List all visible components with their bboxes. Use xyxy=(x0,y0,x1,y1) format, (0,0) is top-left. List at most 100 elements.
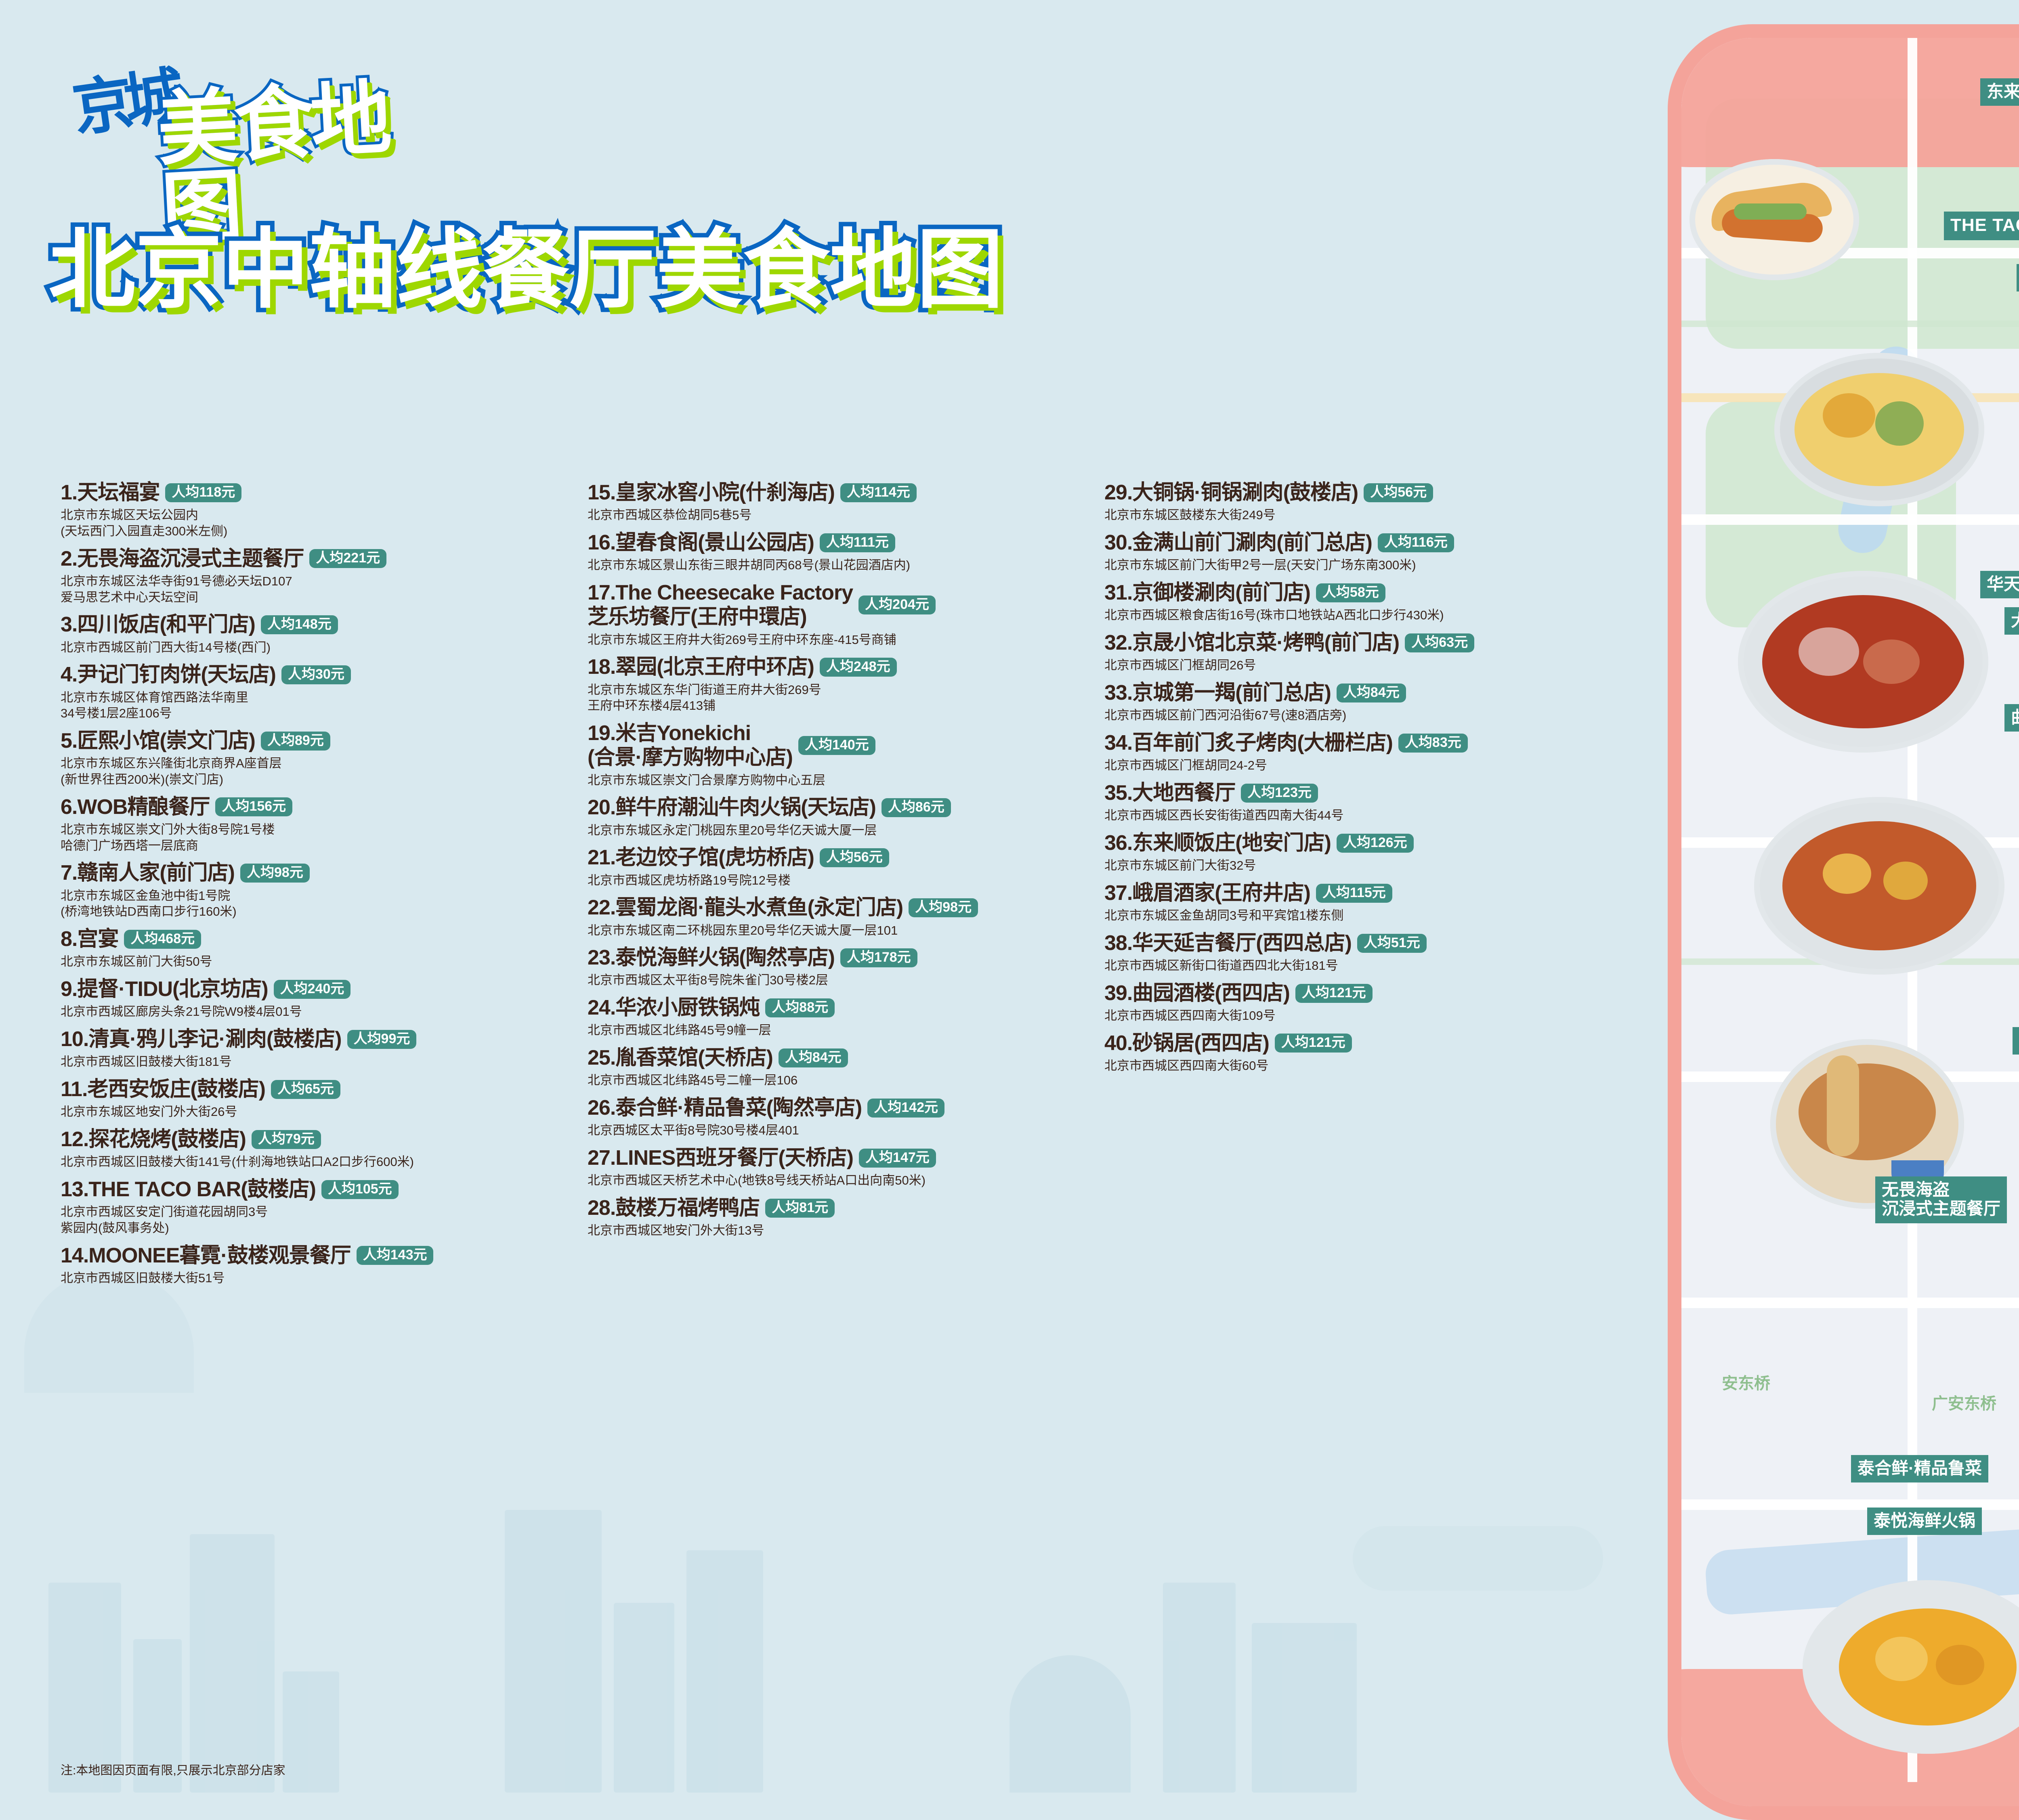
restaurant-entry: 23.泰悦海鲜火锅(陶然亭店)人均178元北京市西城区太平街8号院朱雀门30号楼… xyxy=(588,946,1112,988)
restaurant-entry: 17.The Cheesecake Factory 芝乐坊餐厅(王府中環店)人均… xyxy=(588,581,1112,648)
restaurant-entry: 38.华天延吉餐厅(西四总店)人均51元北京市西城区新街口街道西四北大街181号 xyxy=(1104,931,1629,974)
restaurant-name: 33.京城第一羯(前门总店) xyxy=(1104,681,1331,705)
restaurant-address: 北京市东城区地安门外大街26号 xyxy=(61,1105,237,1119)
price-badge: 人均240元 xyxy=(273,979,351,999)
restaurant-entry: 40.砂锅居(西四店)人均121元北京市西城区西四南大街60号 xyxy=(1104,1031,1629,1074)
price-badge: 人均86元 xyxy=(881,798,951,817)
restaurant-name: 38.华天延吉餐厅(西四总店) xyxy=(1104,931,1352,955)
restaurant-entry-header: 9.提督·TIDU(北京坊店)人均240元 xyxy=(61,977,586,1001)
price-badge: 人均115元 xyxy=(1316,883,1392,903)
restaurant-entry: 39.曲园酒楼(西四店)人均121元北京市西城区西四南大街109号 xyxy=(1104,981,1629,1024)
map-panel[interactable]: 鼓楼 万宁桥 景山公园 故宫 太庙 社稷坛 天安门 正阳门 天坛 先农坛 永定门… xyxy=(1668,24,2019,1820)
restaurant-address: 北京市东城区前门大街32号 xyxy=(1104,858,1256,873)
price-badge: 人均221元 xyxy=(309,549,387,568)
map-label-dadi-xicanting[interactable]: 大地西餐厅 xyxy=(2004,607,2019,635)
restaurant-entry: 34.百年前门炙子烤肉(大栅栏店)人均83元北京市西城区门框胡同24-2号 xyxy=(1104,731,1629,774)
map-label-taihexian[interactable]: 泰合鲜·精品鲁菜 xyxy=(1851,1455,1988,1483)
restaurant-entry: 3.四川饭店(和平门店)人均148元北京市西城区前门西大街14号楼(西门) xyxy=(61,612,586,655)
restaurant-address: 北京市东城区天坛公园内 (天坛西门入园直走300米左侧) xyxy=(61,508,228,538)
restaurant-address: 北京市东城区鼓楼东大街249号 xyxy=(1104,508,1276,522)
food-illustration-sweet-sour-fillet xyxy=(1803,1580,2019,1754)
map-label-huatian-yanji[interactable]: 华天延吉餐厅 xyxy=(1980,571,2019,599)
restaurant-name: 16.望春食阁(景山公园店) xyxy=(588,530,814,554)
map-label-wuwei-haidao[interactable]: 无畏海盗 沉浸式主题餐厅 xyxy=(1875,1176,2007,1223)
map-label-jingsheng-xiaoguan[interactable]: 京晟小馆北京菜·烤鸭 xyxy=(2013,1027,2019,1055)
restaurant-name: 17.The Cheesecake Factory 芝乐坊餐厅(王府中環店) xyxy=(588,581,853,629)
restaurant-entry: 15.皇家冰窖小院(什刹海店)人均114元北京市西城区恭俭胡同5巷5号 xyxy=(588,480,1112,523)
restaurant-name: 20.鲜牛府潮汕牛肉火锅(天坛店) xyxy=(588,796,876,820)
restaurant-name: 30.金满山前门涮肉(前门总店) xyxy=(1104,530,1373,554)
map-label-donglaishun[interactable]: 东来顺饭庄 xyxy=(1980,78,2019,106)
restaurant-entry: 35.大地西餐厅人均123元北京市西城区西长安街街道西四南大街44号 xyxy=(1104,781,1629,824)
restaurant-address: 北京市西城区虎坊桥路19号院12号楼 xyxy=(588,873,791,887)
price-badge: 人均56元 xyxy=(819,848,889,867)
price-badge: 人均178元 xyxy=(840,948,917,967)
restaurant-entry-header: 10.清真·鸦儿李记·涮肉(鼓楼店)人均99元 xyxy=(61,1027,586,1051)
restaurant-address: 北京市西城区门框胡同24-2号 xyxy=(1104,758,1268,773)
restaurant-address: 北京市西城区西四南大街60号 xyxy=(1104,1059,1269,1073)
restaurant-entry-header: 16.望春食阁(景山公园店)人均111元 xyxy=(588,530,1112,555)
restaurant-address: 北京市西城区地安门外大街13号 xyxy=(588,1223,764,1238)
restaurant-name: 10.清真·鸦儿李记·涮肉(鼓楼店) xyxy=(61,1027,342,1051)
food-illustration-mapo-tofu xyxy=(1754,797,2004,975)
restaurant-name: 15.皇家冰窖小院(什刹海店) xyxy=(588,481,835,504)
restaurant-entry: 19.米吉Yonekichi (合景·摩方购物中心店)人均140元北京市东城区崇… xyxy=(588,721,1112,788)
restaurant-address: 北京市西城区安定门街道花园胡同3号 紫园内(鼓风事务处) xyxy=(61,1205,268,1235)
price-badge: 人均56元 xyxy=(1364,483,1433,502)
restaurant-entry-header: 12.探花烧烤(鼓楼店)人均79元 xyxy=(61,1127,586,1151)
price-badge: 人均126元 xyxy=(1336,833,1414,853)
price-badge: 人均123元 xyxy=(1241,783,1318,803)
restaurant-entry-header: 40.砂锅居(西四店)人均121元 xyxy=(1104,1031,1629,1055)
restaurant-entry-header: 31.京御楼涮肉(前门店)人均58元 xyxy=(1104,581,1629,605)
price-badge: 人均84元 xyxy=(778,1048,848,1067)
map-label-taiyue-haixian[interactable]: 泰悦海鲜火锅 xyxy=(1867,1508,1982,1535)
brand-logo: 京城 美食地图 xyxy=(68,61,436,261)
restaurant-name: 34.百年前门炙子烤肉(大栅栏店) xyxy=(1104,731,1393,755)
restaurant-name: 37.峨眉酒家(王府井店) xyxy=(1104,881,1311,905)
restaurant-entry: 5.匠熙小馆(崇文门店)人均89元北京市东城区东兴隆街北京商界A座首层 (新世界… xyxy=(61,729,586,788)
price-badge: 人均142元 xyxy=(867,1098,944,1118)
restaurant-entry-header: 11.老西安饭庄(鼓楼店)人均65元 xyxy=(61,1077,586,1101)
restaurant-entry-header: 6.WOB精酿餐厅人均156元 xyxy=(61,795,586,819)
restaurant-entry: 27.LINES西班牙餐厅(天桥店)人均147元北京市西城区天桥艺术中心(地铁8… xyxy=(588,1146,1112,1189)
restaurant-entry-header: 4.尹记门钉肉饼(天坛店)人均30元 xyxy=(61,663,586,687)
restaurant-address: 北京市西城区北纬路45号9幢一层 xyxy=(588,1023,771,1038)
restaurant-entry: 6.WOB精酿餐厅人均156元北京市东城区崇文门外大街8号院1号楼 哈德门广场西… xyxy=(61,795,586,854)
restaurant-entry: 21.老边饺子馆(虎坊桥店) 人均56元北京市西城区虎坊桥路19号院12号楼 xyxy=(588,845,1112,888)
restaurant-entry-header: 24.华浓小厨铁锅炖人均88元 xyxy=(588,996,1112,1020)
restaurant-name: 39.曲园酒楼(西四店) xyxy=(1104,981,1290,1005)
restaurant-address: 北京市东城区法华寺街91号德必天坛D107 爱马思艺术中心天坛空间 xyxy=(61,574,292,604)
restaurant-entry: 2.无畏海盗沉浸式主题餐厅人均221元北京市东城区法华寺街91号德必天坛D107… xyxy=(61,547,586,606)
restaurant-entry: 16.望春食阁(景山公园店)人均111元北京市东城区景山东街三眼井胡同丙68号(… xyxy=(588,530,1112,573)
restaurant-address: 北京市东城区金鱼胡同3号和平宾馆1楼东侧 xyxy=(1104,908,1344,923)
restaurant-entry-header: 22.雲蜀龙阁·龍头水煮鱼(永定门店)人均98元 xyxy=(588,895,1112,920)
restaurant-entry: 24.华浓小厨铁锅炖人均88元北京市西城区北纬路45号9幢一层 xyxy=(588,996,1112,1038)
restaurant-name: 13.THE TACO BAR(鼓楼店) xyxy=(61,1177,316,1201)
restaurant-name: 29.大铜锅·铜锅涮肉(鼓楼店) xyxy=(1104,481,1358,504)
restaurant-entry-header: 2.无畏海盗沉浸式主题餐厅人均221元 xyxy=(61,547,586,571)
restaurant-entry-header: 8.宫宴人均468元 xyxy=(61,927,586,951)
restaurant-entry-header: 15.皇家冰窖小院(什刹海店) 人均114元 xyxy=(588,480,1112,505)
price-badge: 人均58元 xyxy=(1316,583,1385,602)
price-badge: 人均118元 xyxy=(165,483,242,502)
price-badge: 人均114元 xyxy=(840,483,917,502)
restaurant-entry: 10.清真·鸦儿李记·涮肉(鼓楼店)人均99元北京市西城区旧鼓楼大街181号 xyxy=(61,1027,586,1070)
road-label-guangan-dongqiao: 广安东桥 xyxy=(1932,1395,1996,1413)
map-label-laoxian-fanzhuang[interactable]: 老西安饭庄 xyxy=(2017,264,2019,292)
restaurant-entry-header: 1.天坛福宴人均118元 xyxy=(61,480,586,505)
restaurant-name: 8.宫宴 xyxy=(61,927,119,951)
restaurant-entry: 9.提督·TIDU(北京坊店)人均240元北京市西城区廊房头条21号院W9楼4层… xyxy=(61,977,586,1020)
restaurant-entry-header: 34.百年前门炙子烤肉(大栅栏店)人均83元 xyxy=(1104,731,1629,755)
restaurant-entry: 33.京城第一羯(前门总店)人均84元北京市西城区前门西河沿街67号(速8酒店旁… xyxy=(1104,681,1629,723)
restaurant-name: 21.老边饺子馆(虎坊桥店) xyxy=(588,846,814,870)
restaurant-name: 9.提督·TIDU(北京坊店) xyxy=(61,977,269,1001)
price-badge: 人均105元 xyxy=(321,1180,399,1199)
restaurant-address: 北京市东城区体育馆西路法华南里 34号楼1层2座106号 xyxy=(61,690,248,721)
map-label-the-taco-bar[interactable]: THE TACO BAR xyxy=(1944,212,2019,240)
price-badge: 人均121元 xyxy=(1295,983,1373,1003)
restaurant-name: 12.探花烧烤(鼓楼店) xyxy=(61,1127,246,1151)
food-illustration-tacos xyxy=(1689,159,1859,280)
price-badge: 人均83元 xyxy=(1398,733,1468,753)
map-label-quyuan-jiulou[interactable]: 曲园酒楼 xyxy=(2004,704,2019,732)
